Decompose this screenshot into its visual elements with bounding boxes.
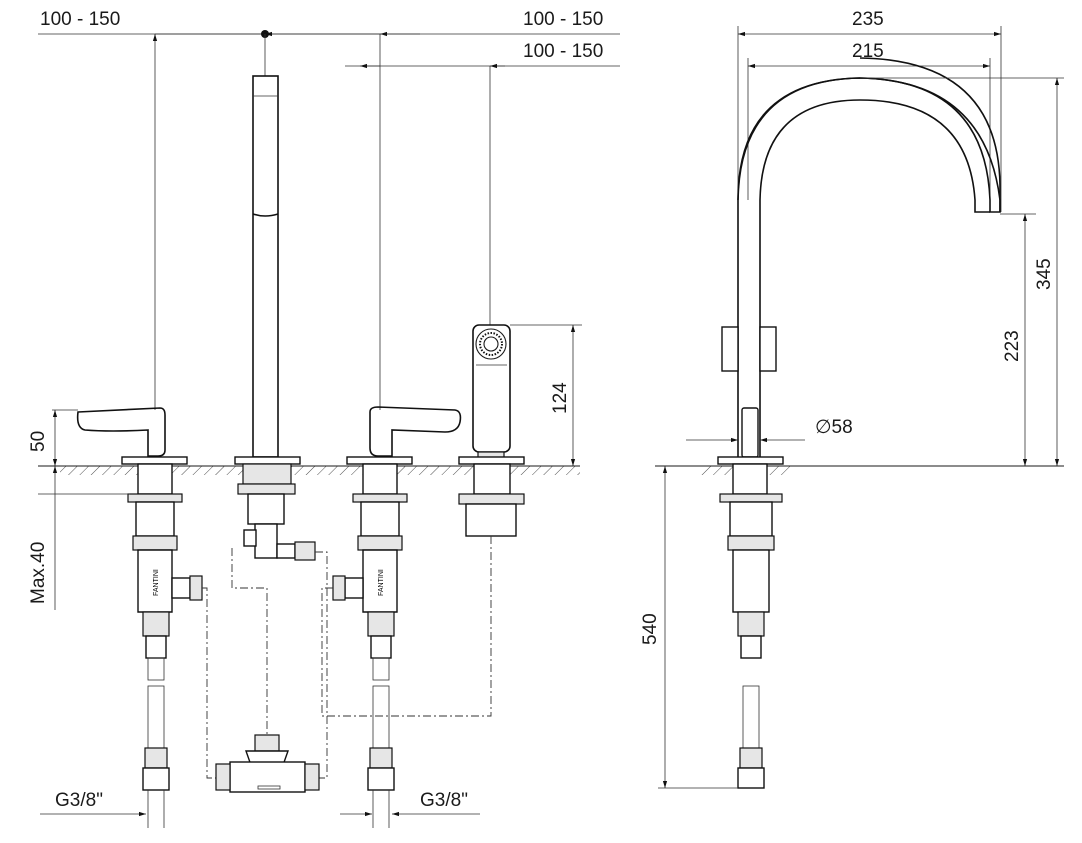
side-deck <box>655 465 1064 475</box>
dim-top-right-spacing: 100 - 150 <box>523 9 603 30</box>
dim-diameter-base: ∅58 <box>815 417 853 438</box>
thread-labels: G3/8" G3/8" <box>40 790 480 817</box>
dim-lever-height: 50 <box>28 431 49 452</box>
diverter-tee <box>215 734 320 793</box>
dim-width-inner: 215 <box>852 41 884 62</box>
dim-thread-right: G3/8" <box>420 790 468 811</box>
side-height-dimensions: 345 223 <box>860 77 1064 466</box>
dim-handshower-height: 124 <box>550 382 571 414</box>
dim-height-total: 345 <box>1034 258 1055 290</box>
gooseneck-spout <box>721 57 1001 458</box>
side-view: 235 215 <box>640 9 1064 789</box>
hand-shower <box>458 324 525 537</box>
left-vertical-dimensions: 50 Max.40 <box>28 409 130 610</box>
hose-routing <box>202 536 492 779</box>
diameter-dim: ∅58 <box>686 417 853 443</box>
dim-thread-left: G3/8" <box>55 790 103 811</box>
dim-height-spout: 223 <box>1002 330 1023 362</box>
front-view: 100 - 150 100 - 150 100 - 150 FANTINI <box>28 9 620 828</box>
left-valve-mark: FANTINI <box>153 569 160 596</box>
dim-hose-length: 540 <box>640 613 661 645</box>
top-dimensions: 100 - 150 100 - 150 100 - 150 <box>38 9 620 410</box>
handshower-height-dim: 124 <box>510 324 582 466</box>
left-lever-valve: FANTINI <box>76 407 203 828</box>
dim-top-right-spacing-lower: 100 - 150 <box>523 41 603 62</box>
right-lever-valve: FANTINI <box>332 406 462 828</box>
center-spout-pipe <box>234 75 316 561</box>
side-underside <box>717 456 784 789</box>
dim-top-left-spacing: 100 - 150 <box>40 9 120 30</box>
dim-width-outer: 235 <box>852 9 884 30</box>
hose-length-dim: 540 <box>640 466 738 789</box>
right-valve-mark: FANTINI <box>378 569 385 596</box>
side-width-dimensions: 235 215 <box>737 9 1002 212</box>
dim-max-deck: Max.40 <box>28 542 49 604</box>
